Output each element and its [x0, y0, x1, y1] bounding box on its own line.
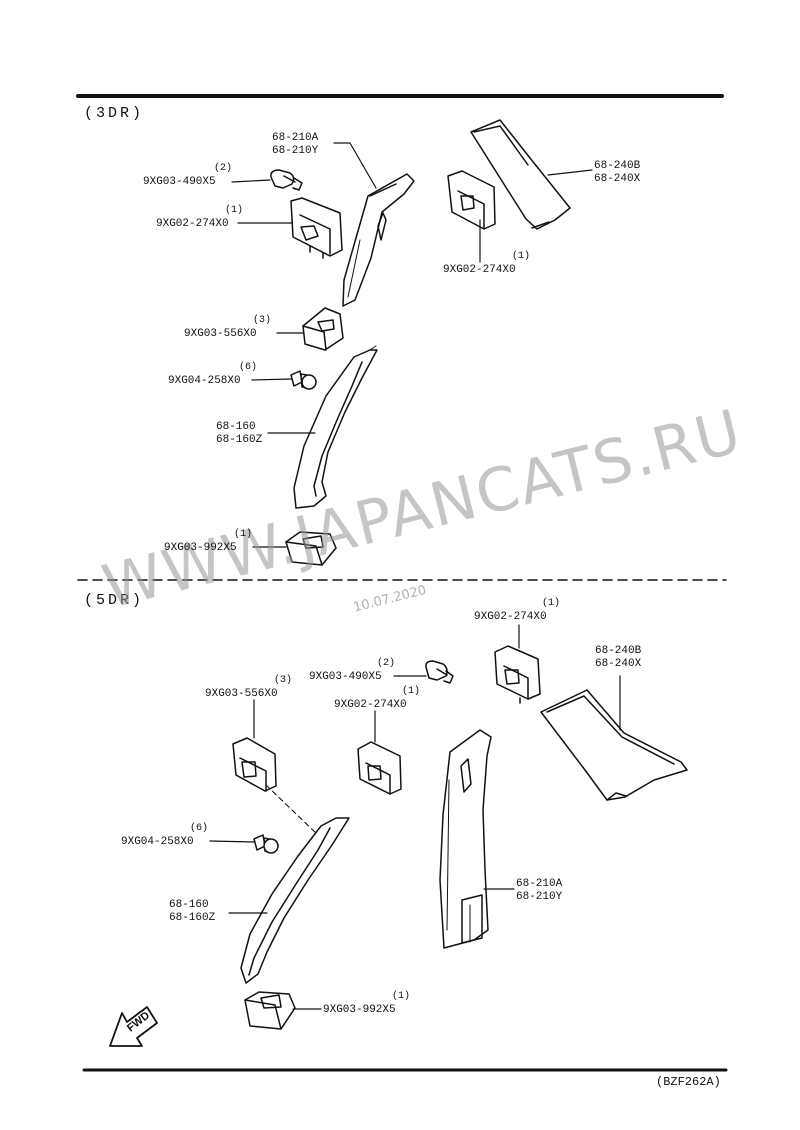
part-number-9xg02-274x0-5dr: 9XG02-274X0: [334, 699, 407, 711]
part-number-9xg04-258x0-5dr: 9XG04-258X0: [121, 836, 194, 848]
part-number-68-240x-3dr: 68-240X: [594, 173, 641, 185]
quantity-label: (3): [274, 675, 293, 686]
clip-274-5dr-top: [494, 645, 541, 704]
part-number-9xg02-274x0-3dr-left: 9XG02-274X0: [156, 218, 229, 230]
part-number-68-160z-3dr: 68-160Z: [216, 434, 263, 446]
fastener-258-5dr: [253, 834, 279, 854]
a-pillar-trim-3dr: [293, 345, 378, 509]
part-number-68-240b-3dr: 68-240B: [594, 160, 641, 172]
part-number-68-160-5dr: 68-160: [169, 899, 209, 911]
part-number-9xg04-258x0-3dr: 9XG04-258X0: [168, 375, 241, 387]
clip-556-3dr: [302, 307, 344, 351]
part-number-9xg03-992x5-5dr: 9XG03-992X5: [323, 1004, 396, 1016]
quantity-label: (3): [253, 315, 272, 326]
part-number-9xg02-274x0-3dr-right: 9XG02-274X0: [443, 264, 516, 276]
quantity-label: (2): [377, 658, 396, 669]
b-pillar-trim-5dr: [439, 729, 492, 949]
quantity-label: (1): [392, 991, 411, 1002]
part-number-9xg02-274x0-5dr-top: 9XG02-274X0: [474, 611, 547, 623]
part-number-68-240x-5dr: 68-240X: [595, 658, 642, 670]
part-number-9xg03-556x0-3dr-text: 9XG03-556X0: [184, 328, 257, 340]
section-title-3dr: (3DR): [84, 105, 145, 122]
clip-274-5dr: [357, 741, 402, 795]
clip-992-5dr: [244, 991, 296, 1030]
c-pillar-trim-3dr: [470, 119, 571, 230]
forward-arrow-icon: [109, 1006, 158, 1047]
a-pillar-trim-5dr: [240, 817, 350, 984]
clip-490-3dr: [270, 169, 303, 191]
part-number-68-240b-5dr: 68-240B: [595, 645, 642, 657]
part-number-9xg03-556x0-5dr: 9XG03-556X0: [205, 688, 278, 700]
quantity-label: (2): [214, 163, 233, 174]
quantity-label: (6): [239, 362, 258, 373]
c-pillar-trim-5dr: [540, 689, 688, 801]
section-title-5dr: (5DR): [84, 592, 145, 609]
clip-490-5dr: [425, 660, 454, 684]
quantity-label: (1): [234, 529, 253, 540]
quantity-label: (1): [512, 251, 531, 262]
part-number-9xg03-490x5-5dr: 9XG03-490X5: [309, 671, 382, 683]
b-pillar-upper-trim-3dr: [342, 173, 415, 307]
part-number-68-160z-5dr: 68-160Z: [169, 912, 216, 924]
part-number-68-210y-5dr: 68-210Y: [516, 891, 563, 903]
quantity-label: (6): [190, 823, 209, 834]
clip-274-3dr-left: [290, 197, 343, 259]
part-number-9xg03-992x5-3dr: 9XG03-992X5: [164, 542, 237, 554]
part-number-68-210y-3dr: 68-210Y: [272, 145, 319, 157]
clip-274-3dr-right: [447, 170, 496, 230]
part-number-68-210a-5dr: 68-210A: [516, 878, 563, 890]
clip-556-5dr: [232, 737, 277, 792]
quantity-label: (1): [225, 205, 244, 216]
clip-992-3dr: [285, 531, 337, 566]
diagram-reference: (BZF262A): [656, 1075, 721, 1089]
fastener-258-3dr: [290, 370, 317, 390]
quantity-label: (1): [402, 686, 421, 697]
quantity-label: (1): [542, 598, 561, 609]
part-number-68-210a-3dr: 68-210A: [272, 132, 319, 144]
part-number-68-160-3dr: 68-160: [216, 421, 256, 433]
part-number-9xg03-490x5-3dr: 9XG03-490X5: [143, 176, 216, 188]
